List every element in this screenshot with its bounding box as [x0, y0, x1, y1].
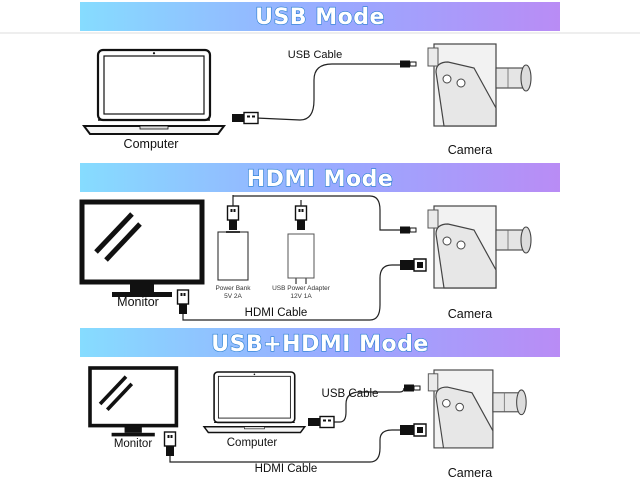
power-bank-icon [217, 231, 249, 281]
section-usb-mode: USB Mode Computer USB Cable Camera [0, 2, 640, 157]
camera-hdmi-plug-icon [399, 258, 427, 272]
hdmi-cable-label: HDMI Cable [245, 307, 308, 319]
micro-usb-plug-icon [399, 60, 417, 68]
camera-icon-combo [427, 369, 527, 449]
power-bank-label-line1: Power Bank [215, 285, 251, 292]
power-bank-label-line2: 5V 2A [224, 293, 242, 300]
power-micro-plug-icon [399, 226, 417, 234]
computer-icon [82, 48, 226, 136]
usb-cable-label: USB Cable [288, 49, 342, 61]
monitor-hdmi-plug-icon-combo [163, 431, 177, 457]
monitor-hdmi-plug-icon [176, 289, 190, 315]
adapter-usb-plug-icon [294, 205, 308, 231]
adapter-label-line2: 12V 1A [290, 293, 312, 300]
camera-hdmi-plug-icon-combo [399, 423, 427, 437]
monitor-icon [82, 202, 202, 297]
computer-label-combo: Computer [227, 437, 278, 449]
monitor-icon-combo [88, 366, 179, 439]
usb-plug-icon-combo [307, 415, 335, 429]
adapter-label-line1: USB Power Adapter [272, 285, 331, 292]
banner-title-usb-hdmi: USB+HDMI Mode [211, 332, 429, 357]
hdmi-cable-label-combo: HDMI Cable [255, 463, 318, 475]
section-usb-hdmi-mode: USB+HDMI Mode Monitor Computer USB Cable… [80, 328, 560, 480]
micro-usb-plug-icon-combo [403, 384, 421, 392]
usb-cable-label-combo: USB Cable [322, 388, 379, 400]
banner-usb-hdmi-mode [80, 328, 560, 357]
camera-label-combo: Camera [448, 466, 493, 480]
power-bank-usb-plug-icon [226, 205, 240, 231]
camera-label: Camera [448, 143, 493, 157]
camera-label-hdmi: Camera [448, 307, 493, 321]
banner-hdmi-mode [80, 163, 560, 192]
banner-title-usb: USB Mode [255, 5, 385, 30]
camera-icon [427, 43, 532, 127]
monitor-label: Monitor [117, 295, 159, 309]
computer-label: Computer [124, 137, 179, 151]
usb-plug-icon [231, 111, 259, 125]
banner-usb-mode [80, 2, 560, 31]
computer-icon-combo [203, 371, 306, 434]
banner-title-hdmi: HDMI Mode [247, 167, 394, 192]
monitor-label-combo: Monitor [114, 438, 153, 450]
section-hdmi-mode: HDMI Mode Monitor Power Bank 5V 2A USB P… [80, 163, 560, 321]
camera-icon-hdmi [427, 205, 532, 289]
power-adapter-icon [287, 233, 315, 284]
